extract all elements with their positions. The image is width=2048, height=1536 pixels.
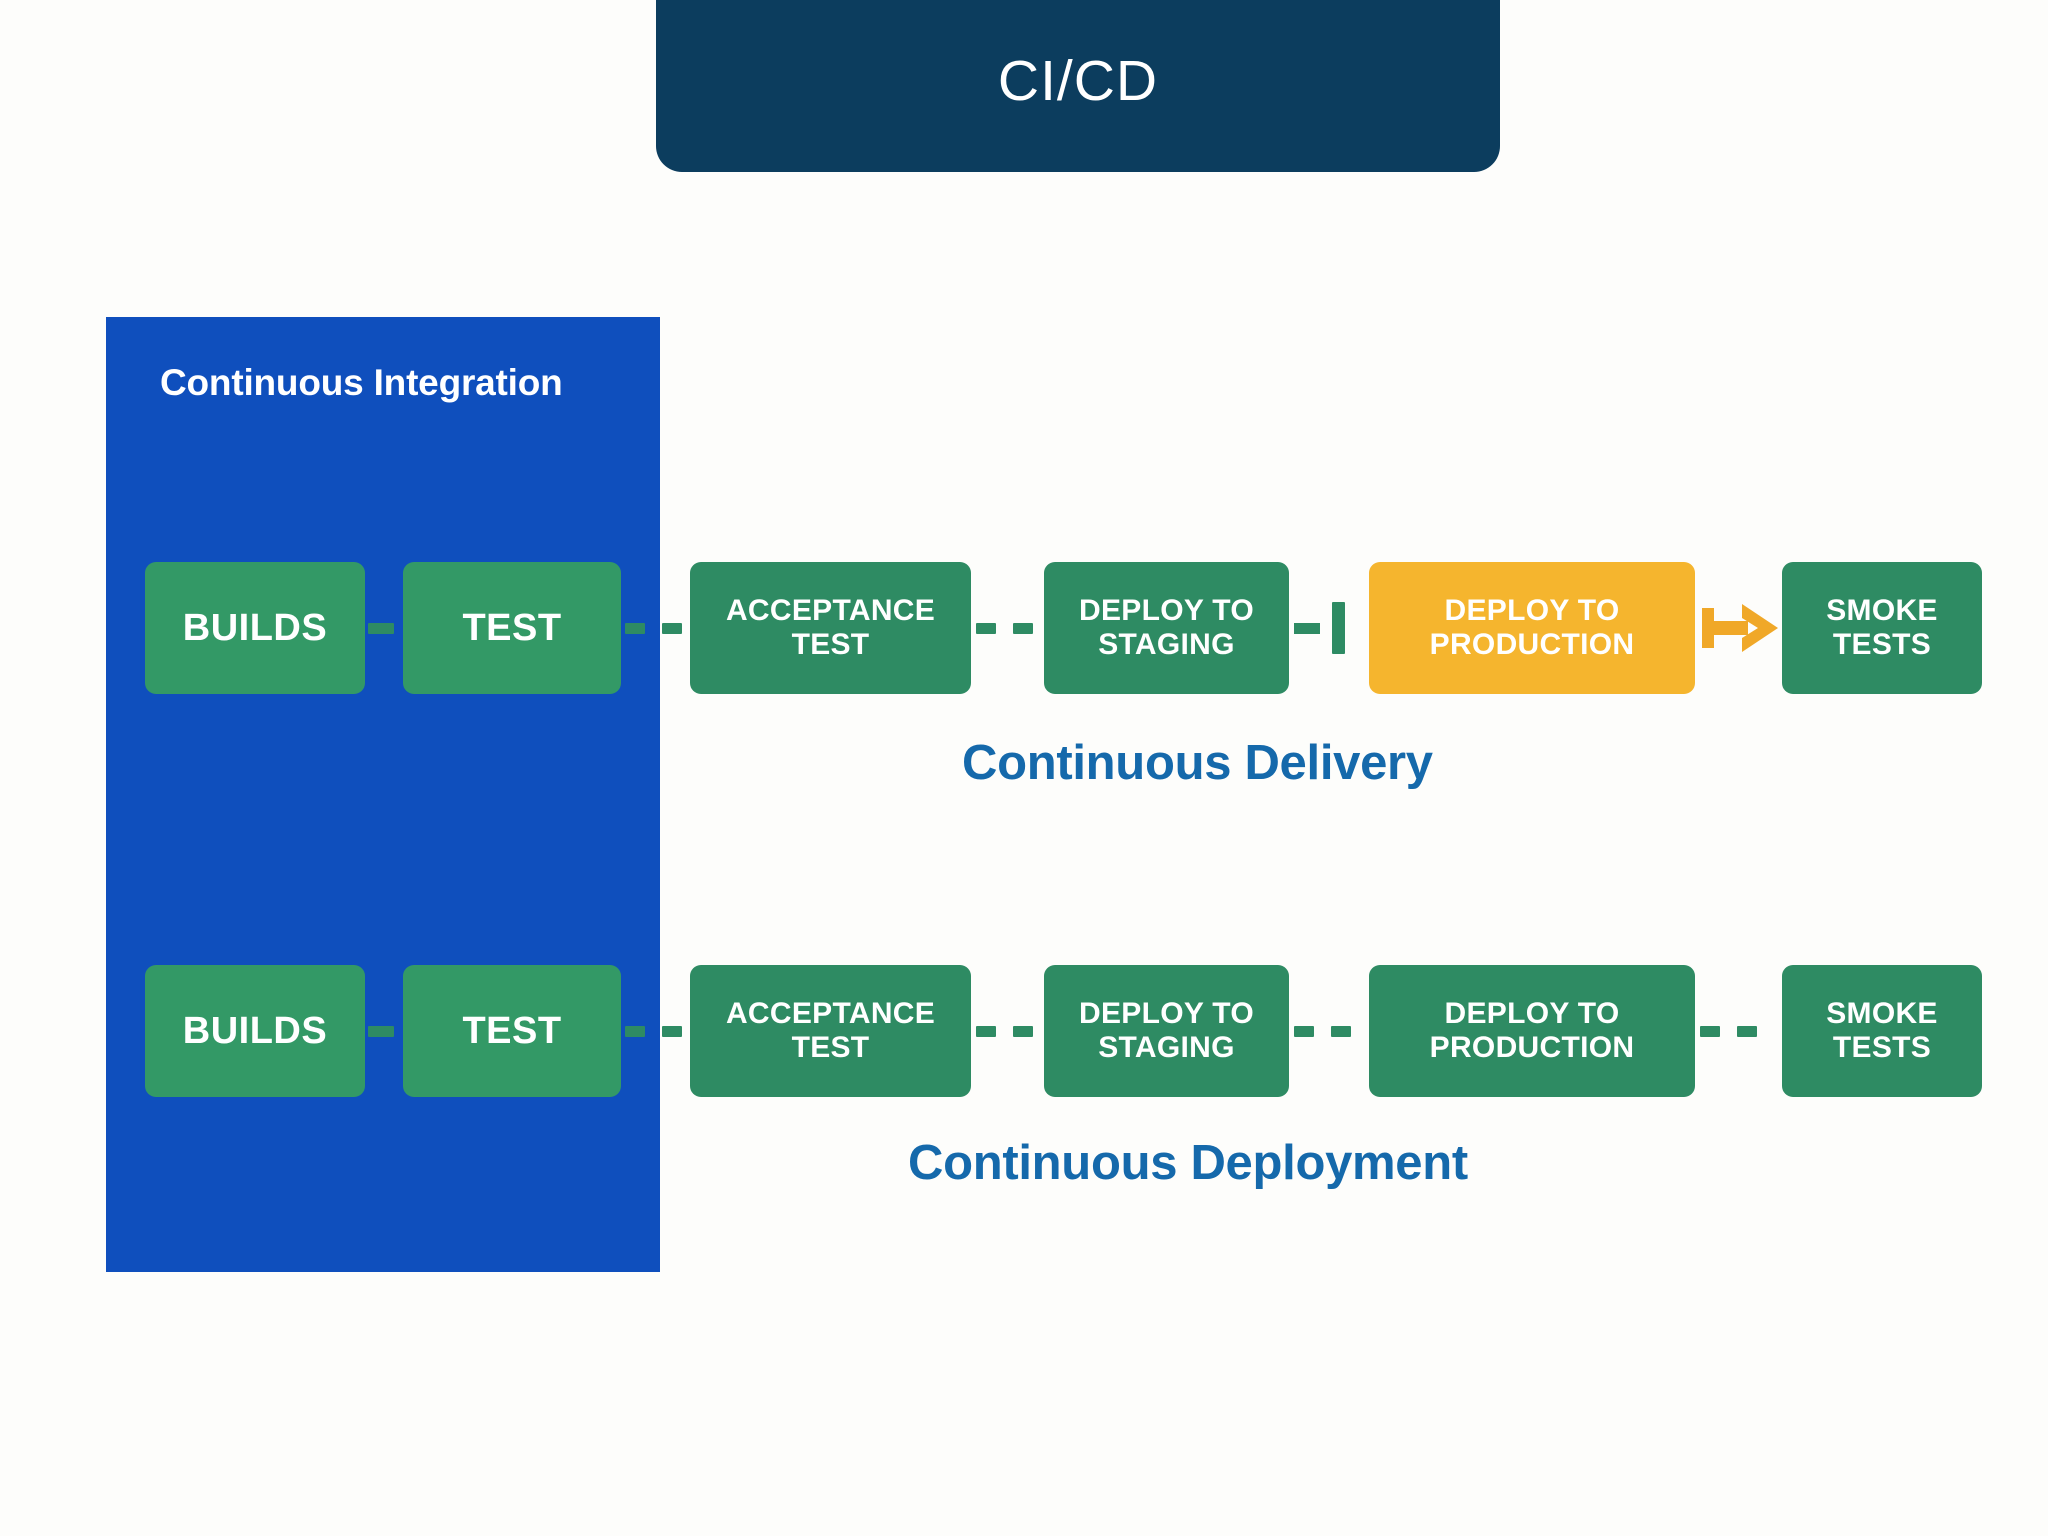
connector-production-smoke — [1700, 1025, 1757, 1037]
continuous-integration-label: Continuous Integration — [160, 362, 563, 403]
continuous-integration-panel: Continuous Integration — [106, 317, 660, 1272]
node-builds[interactable]: BUILDS — [145, 562, 365, 694]
node-smoke-tests-label: SMOKE TESTS — [1826, 997, 1938, 1064]
node-acceptance-test-label: ACCEPTANCE TEST — [725, 997, 936, 1064]
header-banner: CI/CD — [656, 0, 1500, 172]
page-title: CI/CD — [997, 48, 1159, 113]
connector-staging-production — [1294, 1025, 1351, 1037]
node-deploy-to-production-label: DEPLOY TO PRODUCTION — [1429, 594, 1635, 661]
dash-segment — [368, 1025, 394, 1037]
dash-segment — [625, 622, 645, 634]
node-acceptance-test-label: ACCEPTANCE TEST — [725, 594, 936, 661]
connector-test-acceptance — [625, 622, 682, 634]
connector-acceptance-staging — [976, 1025, 1033, 1037]
node-builds-label: BUILDS — [182, 1009, 328, 1052]
dash-segment — [1013, 622, 1033, 634]
node-smoke-tests[interactable]: SMOKE TESTS — [1782, 562, 1982, 694]
node-deploy-to-staging-label: DEPLOY TO STAGING — [1079, 594, 1254, 661]
node-builds-label: BUILDS — [182, 606, 328, 649]
node-test[interactable]: TEST — [403, 562, 621, 694]
node-acceptance-test[interactable]: ACCEPTANCE TEST — [690, 562, 971, 694]
node-test-label: TEST — [462, 1009, 562, 1052]
dash-segment — [662, 622, 682, 634]
dash-segment — [976, 1025, 996, 1037]
node-test[interactable]: TEST — [403, 965, 621, 1097]
node-test-label: TEST — [462, 606, 562, 649]
dash-segment — [1013, 1025, 1033, 1037]
node-builds[interactable]: BUILDS — [145, 965, 365, 1097]
connector-test-acceptance — [625, 1025, 682, 1037]
node-deploy-to-staging[interactable]: DEPLOY TO STAGING — [1044, 562, 1289, 694]
node-deploy-to-staging[interactable]: DEPLOY TO STAGING — [1044, 965, 1289, 1097]
node-deploy-to-production-label: DEPLOY TO PRODUCTION — [1429, 997, 1635, 1064]
node-deploy-to-staging-label: DEPLOY TO STAGING — [1079, 997, 1254, 1064]
node-deploy-to-production[interactable]: DEPLOY TO PRODUCTION — [1369, 562, 1695, 694]
dash-segment — [1737, 1025, 1757, 1037]
dash-segment — [1294, 622, 1320, 634]
connector-builds-test — [368, 622, 394, 634]
node-smoke-tests-label: SMOKE TESTS — [1826, 594, 1938, 661]
node-acceptance-test[interactable]: ACCEPTANCE TEST — [690, 965, 971, 1097]
connector-builds-test — [368, 1025, 394, 1037]
caption-continuous-delivery: Continuous Delivery — [962, 736, 1433, 790]
caption-continuous-deployment: Continuous Deployment — [908, 1136, 1468, 1190]
arrow-right-icon — [1700, 600, 1780, 656]
connector-acceptance-staging — [976, 622, 1033, 634]
dash-segment — [368, 622, 394, 634]
dash-segment — [1331, 1025, 1351, 1037]
dash-segment — [976, 622, 996, 634]
dash-segment — [625, 1025, 645, 1037]
dash-segment — [1294, 1025, 1314, 1037]
node-deploy-to-production[interactable]: DEPLOY TO PRODUCTION — [1369, 965, 1695, 1097]
dash-segment — [662, 1025, 682, 1037]
barrier-bar — [1332, 602, 1345, 654]
node-smoke-tests[interactable]: SMOKE TESTS — [1782, 965, 1982, 1097]
gate-barrier-icon — [1294, 598, 1345, 658]
dash-segment — [1700, 1025, 1720, 1037]
